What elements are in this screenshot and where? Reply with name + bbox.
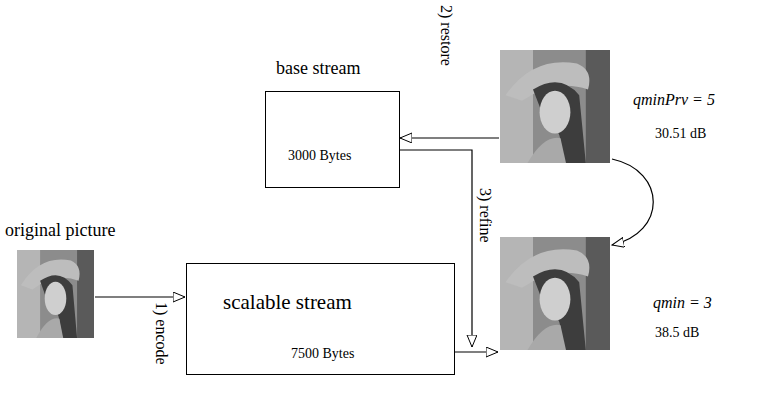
lena-photo (17, 250, 94, 338)
node-title: base stream (276, 58, 360, 80)
flow-arrow (455, 351, 498, 352)
lena-photo (500, 237, 610, 350)
node-value: 3000 Bytes (288, 148, 351, 165)
node-title: original picture (5, 220, 115, 242)
node-value: 30.51 dB (655, 126, 706, 143)
picture-node: qminPrv = 530.51 dB (500, 50, 610, 163)
node-value: 38.5 dB (655, 325, 699, 342)
stream-box: scalable stream 7500 Bytes (186, 263, 455, 375)
stream-box: base stream3000 Bytes (265, 91, 400, 188)
picture-node: qmin = 338.5 dB (500, 237, 610, 350)
lena-photo (500, 50, 610, 163)
node-value: 7500 Bytes (291, 346, 354, 363)
step-label: 3) refine (476, 186, 494, 245)
flow-arrow (400, 150, 472, 347)
flow-arrow (612, 159, 653, 245)
node-title: qmin = 3 (653, 293, 712, 312)
node-title: scalable stream (223, 290, 352, 315)
picture-node: original picture (17, 250, 94, 338)
step-label: 2) restore (437, 3, 455, 68)
flow-arrow (95, 296, 185, 297)
node-title: qminPrv = 5 (633, 90, 715, 109)
flow-arrow (400, 137, 499, 138)
step-label: 1) encode (152, 300, 170, 367)
